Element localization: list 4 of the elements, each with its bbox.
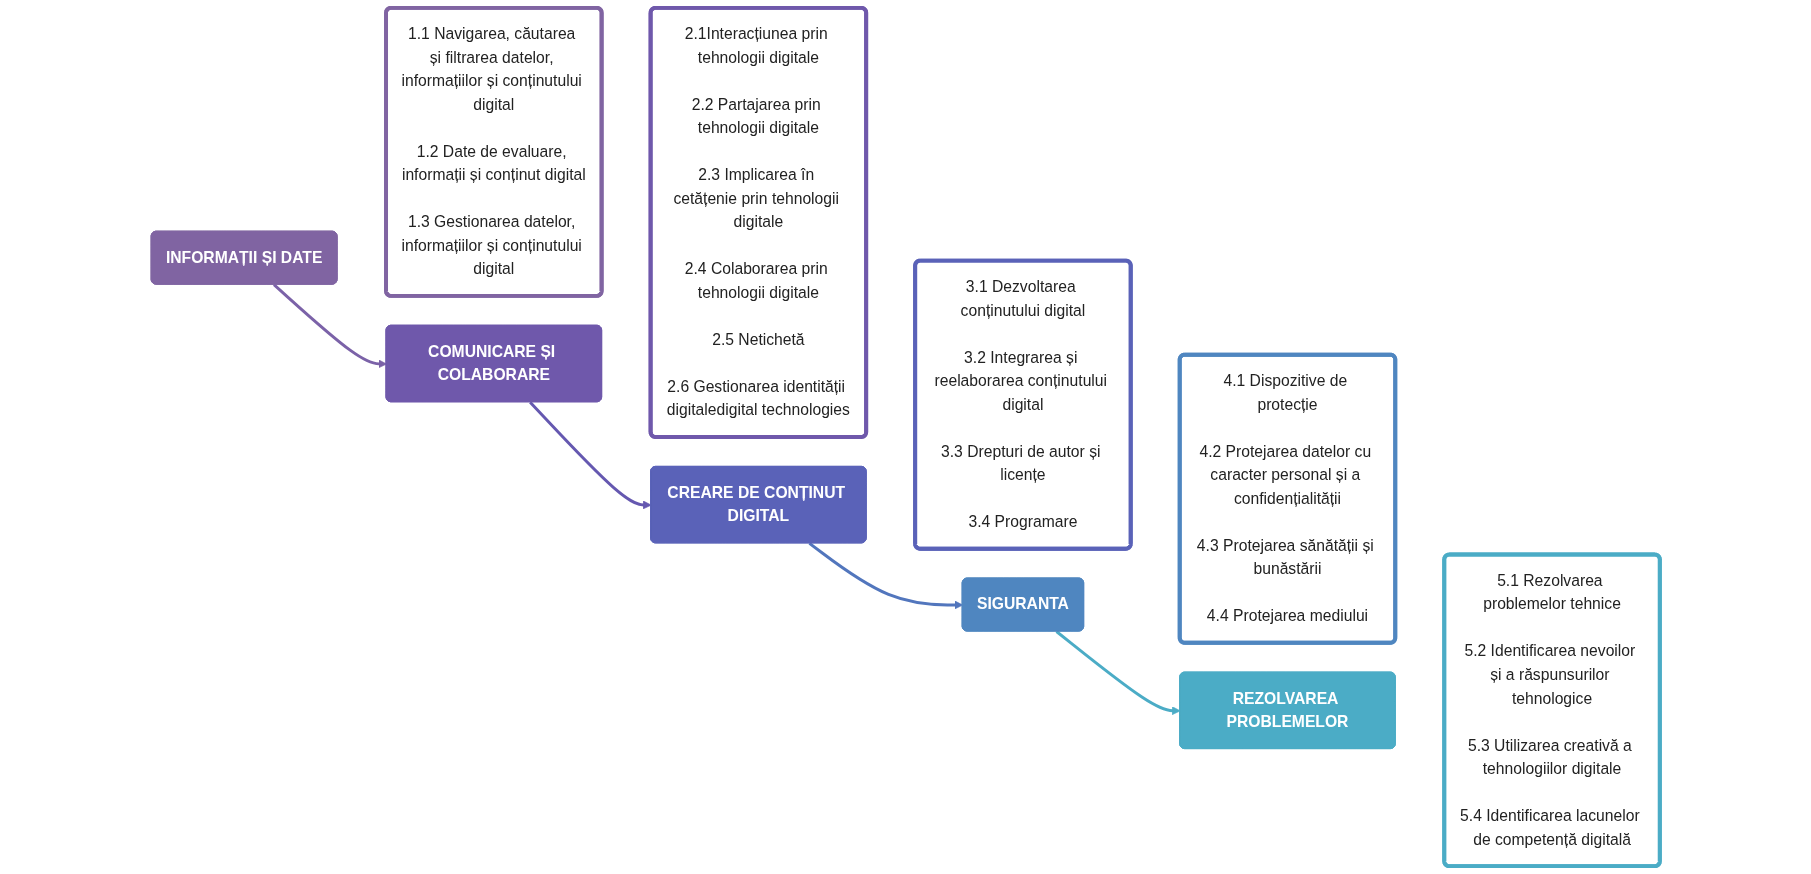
arrow [273, 283, 387, 369]
arrow [808, 542, 964, 610]
arrow [529, 401, 652, 510]
arrow [1055, 630, 1181, 715]
